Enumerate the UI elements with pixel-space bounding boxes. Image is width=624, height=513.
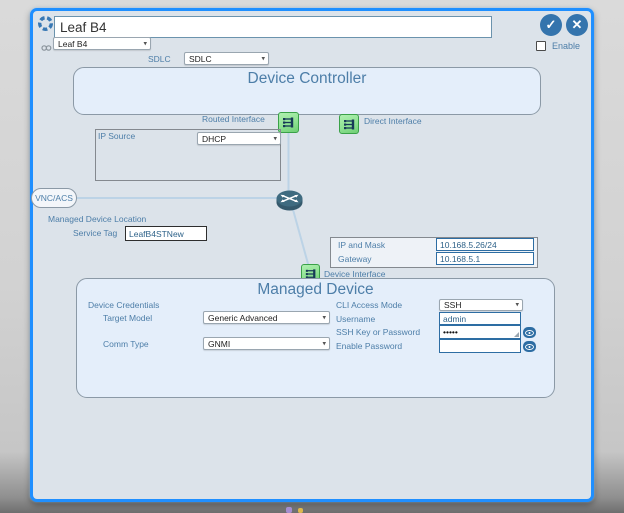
target-model-label: Target Model: [103, 313, 153, 323]
device-name-input[interactable]: Leaf B4: [54, 16, 492, 38]
show-enable-password-button[interactable]: [523, 341, 536, 352]
service-tag-input[interactable]: LeafB4STNew: [125, 226, 207, 241]
device-name-select-value: Leaf B4: [58, 38, 88, 49]
gateway-input[interactable]: 10.168.5.1: [436, 252, 534, 265]
cli-access-mode-select[interactable]: SSH ▾: [439, 299, 523, 311]
direct-interface-icon[interactable]: [339, 114, 359, 134]
device-name-select[interactable]: Leaf B4 ▾: [53, 37, 151, 50]
eye-icon: [525, 343, 534, 350]
ssh-key-label: SSH Key or Password: [336, 327, 421, 337]
target-model-select[interactable]: Generic Advanced ▾: [203, 311, 330, 324]
link-icon: [41, 39, 52, 51]
chevron-down-icon: ▾: [322, 313, 326, 321]
ip-and-mask-input[interactable]: 10.168.5.26/24: [436, 238, 534, 251]
show-password-button[interactable]: [523, 327, 536, 338]
device-credentials-label: Device Credentials: [88, 300, 160, 310]
ip-source-group: [95, 129, 281, 181]
chevron-down-icon: ▾: [322, 339, 326, 347]
enable-label: Enable: [552, 41, 581, 51]
eye-icon: [525, 329, 534, 336]
ssh-key-input[interactable]: •••••: [439, 325, 521, 339]
username-label: Username: [336, 314, 376, 324]
direct-interface-label: Direct Interface: [364, 116, 422, 126]
ip-source-label: IP Source: [98, 131, 136, 141]
confirm-button[interactable]: ✓: [540, 14, 562, 36]
taskbar-icon-fragment: [286, 507, 292, 513]
enable-checkbox[interactable]: [536, 41, 546, 51]
vnc-acs-label: VNC/ACS: [35, 193, 73, 203]
chevron-down-icon: ▾: [143, 39, 147, 47]
routed-interface-icon[interactable]: [278, 112, 299, 133]
username-input[interactable]: admin: [439, 312, 521, 325]
taskbar-icon-fragment: [298, 508, 303, 513]
enable-password-label: Enable Password: [336, 341, 403, 351]
device-controller-title: Device Controller: [247, 70, 367, 87]
routed-interface-label: Routed Interface: [202, 114, 265, 124]
chevron-down-icon: ▾: [273, 134, 277, 142]
ip-source-select[interactable]: DHCP ▾: [197, 132, 281, 145]
settings-spinner-icon[interactable]: [37, 15, 54, 32]
comm-type-label: Comm Type: [103, 339, 149, 349]
ip-and-mask-label: IP and Mask: [338, 240, 386, 250]
device-config-dialog: Leaf B4 Leaf B4 ▾ ✓ ✕ Enable SDLC SDLC ▾…: [30, 8, 594, 502]
chevron-down-icon: ▾: [261, 54, 265, 62]
close-icon: ✕: [571, 17, 583, 32]
vnc-acs-node[interactable]: VNC/ACS: [31, 188, 77, 208]
sdlc-label: SDLC: [148, 54, 171, 64]
comm-type-select-value: GNMI: [208, 338, 231, 349]
target-model-select-value: Generic Advanced: [208, 312, 278, 323]
router-icon[interactable]: [275, 189, 304, 212]
close-button[interactable]: ✕: [566, 14, 588, 36]
ip-source-select-value: DHCP: [202, 133, 227, 144]
comm-type-select[interactable]: GNMI ▾: [203, 337, 330, 350]
chevron-down-icon: ▾: [515, 301, 519, 309]
check-icon: ✓: [545, 17, 557, 32]
managed-device-location-label: Managed Device Location: [48, 214, 147, 224]
cli-access-mode-label: CLI Access Mode: [336, 300, 403, 310]
cli-access-mode-select-value: SSH: [444, 300, 462, 310]
sdlc-select[interactable]: SDLC ▾: [184, 52, 269, 65]
managed-device-title: Managed Device: [257, 281, 374, 298]
device-interface-label: Device Interface: [324, 269, 386, 279]
enable-password-input[interactable]: [439, 339, 521, 353]
sdlc-select-value: SDLC: [189, 53, 212, 64]
service-tag-label: Service Tag: [73, 228, 118, 238]
device-controller-panel: Device Controller: [73, 67, 541, 115]
gateway-label: Gateway: [338, 254, 372, 264]
